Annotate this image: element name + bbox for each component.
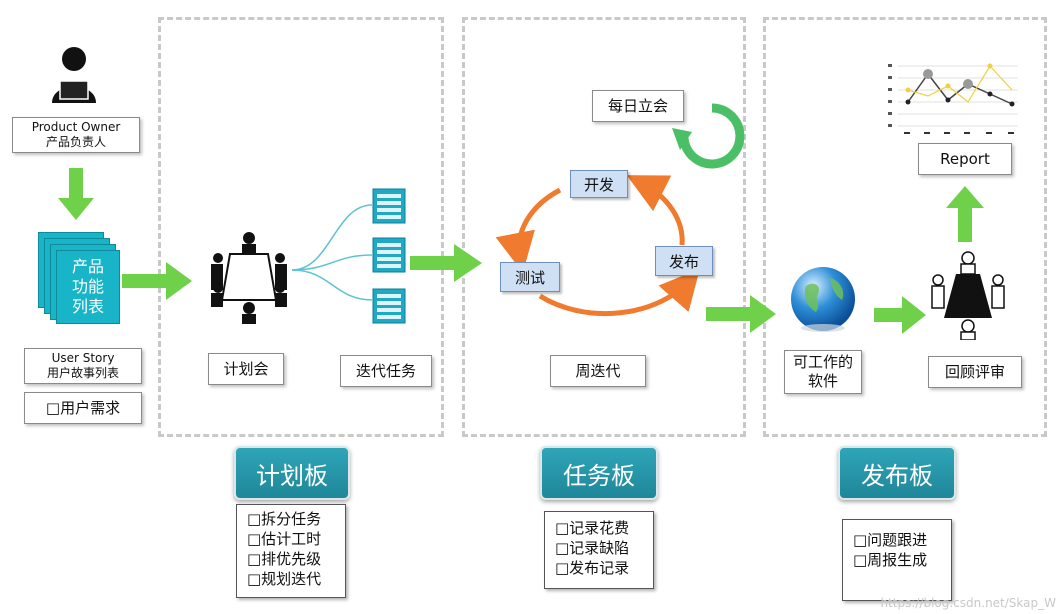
task-item: □记录缺陷 [555, 539, 630, 557]
plan-item: □估计工时 [247, 530, 322, 548]
task-list-icon [372, 288, 406, 324]
story-cn: 用户故事列表 [46, 366, 119, 380]
release-node: 发布 [655, 246, 713, 276]
test-node: 测试 [500, 262, 560, 292]
watermark-text: https://blog.csdn.net/Skap_W [880, 596, 1056, 610]
arrow-software-to-review [874, 296, 926, 334]
release-board-list: □问题跟进 □周报生成 [842, 519, 952, 601]
release-panel [763, 17, 1047, 437]
iteration-tasks-label: 迭代任务 [340, 355, 432, 387]
software-line-1: 可工作的 [792, 353, 853, 372]
review-meeting-icon [931, 251, 1005, 340]
develop-node: 开发 [570, 170, 628, 198]
task-board-list: □记录花费 □记录缺陷 □发布记录 [544, 511, 654, 589]
backlog-line-2: 功能 [71, 277, 104, 296]
weekly-iteration-label: 周迭代 [550, 355, 646, 387]
report-label: Report [918, 143, 1012, 175]
arrow-tasks-to-iteration [410, 244, 482, 282]
report-chart-icon [888, 63, 1018, 134]
meeting-table-icon [211, 232, 287, 324]
daily-standup-label: 每日立会 [592, 90, 684, 122]
task-board-title: 任务板 [540, 446, 658, 500]
retrospective-review-label: 回顾评审 [928, 356, 1022, 388]
release-item: □问题跟进 [853, 531, 928, 549]
globe-icon [791, 267, 855, 332]
arrow-review-to-report [946, 186, 984, 242]
planning-meeting-label: 计划会 [208, 353, 284, 385]
product-owner-label: Product Owner 产品负责人 [12, 117, 140, 153]
plan-panel [158, 17, 444, 437]
story-en: User Story [51, 351, 115, 365]
backlog-line-3: 列表 [71, 297, 104, 316]
plan-item: □拆分任务 [247, 510, 322, 528]
product-backlog-stack: 产品 功能 列表 [38, 232, 128, 324]
backlog-page: 产品 功能 列表 [56, 250, 120, 324]
owner-en: Product Owner [31, 120, 121, 134]
task-fan-lines [291, 204, 373, 301]
arrow-iteration-to-software [706, 295, 776, 333]
software-line-2: 软件 [807, 372, 838, 390]
owner-cn: 产品负责人 [45, 135, 106, 149]
release-board-title: 发布板 [838, 446, 956, 500]
release-item: □周报生成 [853, 551, 928, 569]
planning-board-title: 计划板 [234, 446, 350, 500]
task-item: □记录花费 [555, 519, 630, 537]
task-panel [462, 17, 746, 437]
arrow-owner-to-backlog [58, 168, 94, 220]
task-list-icon [372, 188, 406, 224]
working-software-label: 可工作的 软件 [784, 350, 862, 394]
planning-board-list: □拆分任务 □估计工时 □排优先级 □规划迭代 [236, 504, 346, 598]
task-item: □发布记录 [555, 559, 630, 577]
plan-item: □规划迭代 [247, 570, 322, 588]
task-list-icon [372, 237, 406, 273]
plan-item: □排优先级 [247, 550, 322, 568]
user-story-label: User Story 用户故事列表 [24, 348, 142, 384]
person-at-laptop-icon [52, 47, 96, 103]
standup-loop-icon [672, 103, 745, 169]
iteration-cycle [495, 175, 700, 317]
user-requirement-label: □用户需求 [24, 392, 142, 424]
arrow-backlog-to-meeting [122, 262, 192, 300]
backlog-line-1: 产品 [71, 257, 104, 276]
